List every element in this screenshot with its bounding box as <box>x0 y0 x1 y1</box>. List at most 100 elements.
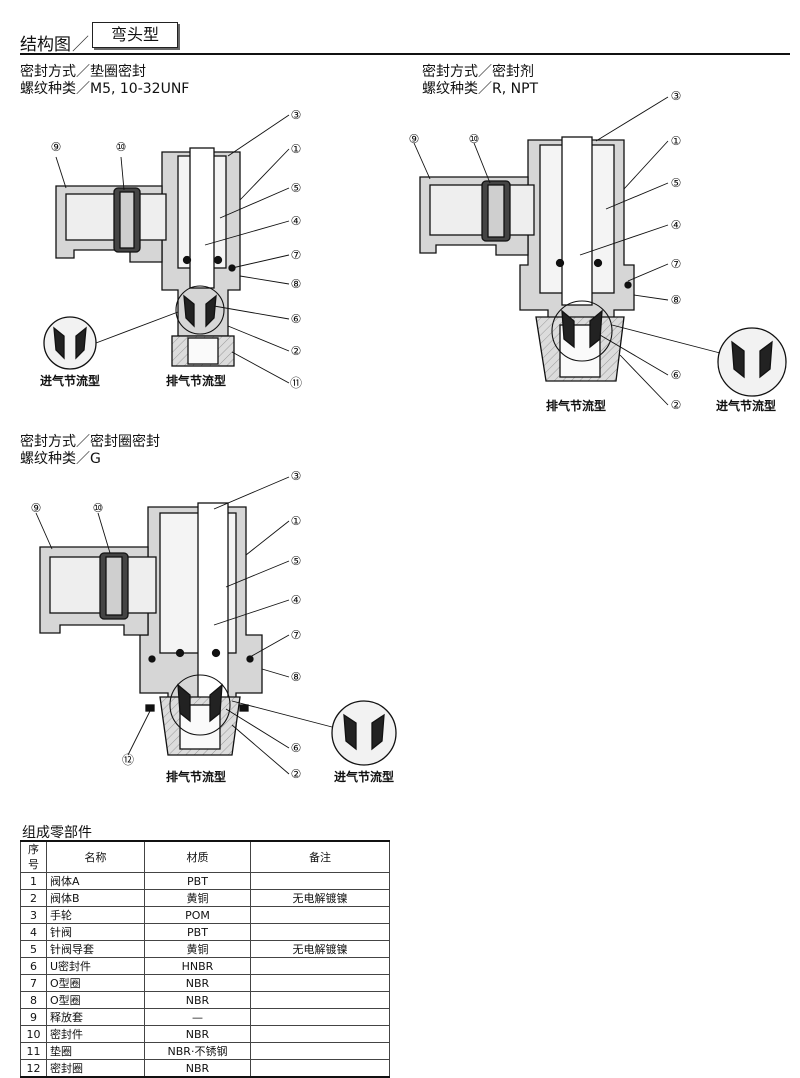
cell-name: O型圈 <box>46 991 145 1009</box>
cell-material: 黄铜 <box>144 940 251 958</box>
callout-1: ① <box>291 142 302 156</box>
callout-7: ⑦ <box>671 257 682 271</box>
label-exhaust-throttle: 排气节流型 <box>546 398 606 413</box>
callout-9: ⑨ <box>51 140 62 154</box>
title-separator: ／ <box>72 35 89 55</box>
cell-remarks: 无电解镀镍 <box>250 940 390 958</box>
callout-3: ③ <box>671 89 682 103</box>
cell-material: NBR <box>144 974 251 992</box>
section1-caption-seal: 密封方式／垫圈密封 <box>20 64 146 80</box>
diagram-seal-ring: ③ ① ⑤ ④ ⑦ ⑧ ⑥ ② ⑫ ⑨ ⑩ 排气节流型 进气节流型 <box>31 469 397 784</box>
label-inlet-throttle: 进气节流型 <box>716 398 776 413</box>
callout-2: ② <box>291 344 302 358</box>
cell-name: 释放套 <box>46 1008 145 1026</box>
cell-name: 密封圈 <box>46 1059 145 1078</box>
section3-caption-seal: 密封方式／密封圈密封 <box>20 434 160 450</box>
label-inlet-throttle: 进气节流型 <box>334 769 394 784</box>
callout-8: ⑧ <box>291 277 302 291</box>
cell-remarks <box>250 1042 390 1060</box>
callout-6: ⑥ <box>291 741 302 755</box>
cell-remarks <box>250 1025 390 1043</box>
tab-elbow-type[interactable]: 弯头型 <box>92 22 178 48</box>
cell-material: 黄铜 <box>144 889 251 907</box>
leader-lines <box>35 476 333 775</box>
section2-caption-seal: 密封方式／密封剂 <box>422 64 534 80</box>
cell-material: NBR·不锈钢 <box>144 1042 251 1060</box>
cell-remarks <box>250 1008 390 1026</box>
label-exhaust-throttle: 排气节流型 <box>166 373 226 388</box>
callout-3: ③ <box>291 108 302 122</box>
cell-material: HNBR <box>144 957 251 975</box>
diagram-gasket-seal: ③ ① ⑤ ④ ⑦ ⑧ ⑥ ② ⑪ ⑨ ⑩ 进气节流型 排气节流型 <box>40 108 302 390</box>
valve-body-elbow <box>419 136 787 397</box>
callout-2: ② <box>671 398 682 412</box>
callouts: ③ ① ⑤ ④ ⑦ ⑧ ⑥ ② ⑫ ⑨ ⑩ 排气节流型 进气节流型 <box>31 469 394 784</box>
label-inlet-throttle: 进气节流型 <box>40 373 100 388</box>
cell-no: 4 <box>20 923 47 941</box>
cell-name: 阀体A <box>46 872 145 890</box>
cell-remarks <box>250 923 390 941</box>
cell-no: 7 <box>20 974 47 992</box>
callout-12: ⑫ <box>122 753 134 767</box>
cell-name: 垫圈 <box>46 1042 145 1060</box>
callout-6: ⑥ <box>291 312 302 326</box>
callout-6: ⑥ <box>671 368 682 382</box>
callout-4: ④ <box>291 593 302 607</box>
callout-1: ① <box>291 514 302 528</box>
section2-caption-thread: 螺纹种类／R, NPT <box>422 81 539 97</box>
callout-8: ⑧ <box>291 670 302 684</box>
page-title: 结构图 <box>20 35 71 55</box>
diagram-sealant: ③ ① ⑤ ④ ⑦ ⑧ ⑥ ② ⑨ ⑩ 排气节流型 进气节流型 <box>409 89 787 413</box>
callout-10: ⑩ <box>469 132 480 146</box>
cell-remarks <box>250 1059 390 1078</box>
parts-table-header: 序号 名称 材质 备注 <box>20 840 390 873</box>
header-no: 序号 <box>20 840 47 873</box>
callout-5: ⑤ <box>291 554 302 568</box>
leader-lines <box>55 114 290 384</box>
cell-name: U密封件 <box>46 957 145 975</box>
cell-material: PBT <box>144 923 251 941</box>
callout-10: ⑩ <box>93 501 104 515</box>
cell-material: NBR <box>144 1059 251 1078</box>
cell-no: 1 <box>20 872 47 890</box>
cell-name: 阀体B <box>46 889 145 907</box>
callout-9: ⑨ <box>409 132 420 146</box>
callout-11: ⑪ <box>290 376 302 390</box>
callout-10: ⑩ <box>116 140 127 154</box>
callout-2: ② <box>291 767 302 781</box>
callout-8: ⑧ <box>671 293 682 307</box>
callout-7: ⑦ <box>291 248 302 262</box>
cell-remarks <box>250 957 390 975</box>
cell-no: 8 <box>20 991 47 1009</box>
header-material: 材质 <box>144 840 251 873</box>
callout-5: ⑤ <box>671 176 682 190</box>
header-name: 名称 <box>46 840 145 873</box>
cell-name: O型圈 <box>46 974 145 992</box>
callout-4: ④ <box>291 214 302 228</box>
header-remarks: 备注 <box>250 840 390 873</box>
section3-caption-thread: 螺纹种类／G <box>20 451 101 467</box>
valve-body-elbow <box>43 147 241 370</box>
header-divider <box>20 53 790 55</box>
cell-no: 9 <box>20 1008 47 1026</box>
cell-remarks: 无电解镀镍 <box>250 889 390 907</box>
section1-caption-thread: 螺纹种类／M5, 10-32UNF <box>20 81 190 97</box>
cell-no: 10 <box>20 1025 47 1043</box>
cell-no: 12 <box>20 1059 47 1078</box>
leader-lines <box>413 96 721 406</box>
cell-material: — <box>144 1008 251 1026</box>
cell-name: 针阀导套 <box>46 940 145 958</box>
cell-remarks <box>250 991 390 1009</box>
cell-remarks <box>250 872 390 890</box>
cell-no: 2 <box>20 889 47 907</box>
